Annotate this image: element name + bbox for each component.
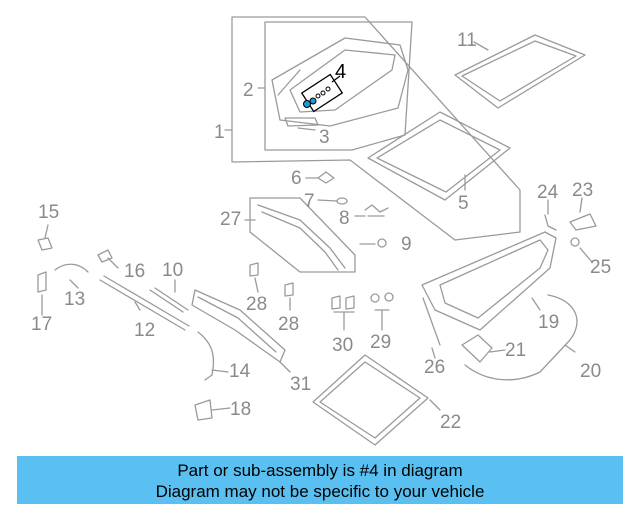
banner-line-2: Diagram may not be specific to your vehi… (155, 482, 485, 501)
assembly-1-outline (231, 16, 521, 241)
callout-8: 8 (339, 208, 350, 229)
callout-21: 21 (505, 340, 526, 361)
callout-labels: 1 2 3 4 5 6 7 8 9 10 11 12 13 14 15 16 1… (31, 30, 611, 433)
callout-2: 2 (243, 80, 254, 101)
callout-15: 15 (38, 202, 59, 223)
callout-28a: 28 (246, 294, 267, 315)
callout-3: 3 (319, 127, 330, 148)
callout-14: 14 (229, 361, 251, 382)
banner-line-1: Part or sub-assembly is #4 in diagram (177, 461, 463, 480)
callout-10: 10 (162, 260, 183, 281)
callout-9: 9 (401, 234, 412, 255)
callout-16: 16 (124, 261, 145, 282)
callout-13: 13 (64, 289, 85, 310)
callout-19: 19 (538, 312, 559, 333)
callout-29: 29 (370, 332, 391, 353)
callout-24: 24 (537, 182, 559, 203)
callout-26: 26 (424, 357, 445, 378)
callout-18: 18 (230, 399, 251, 420)
info-banner: Part or sub-assembly is #4 in diagram Di… (17, 456, 623, 504)
callout-4: 4 (335, 61, 346, 83)
callout-17: 17 (31, 314, 52, 335)
callout-6: 6 (291, 168, 302, 189)
part-5-glass (367, 111, 511, 201)
callout-22: 22 (440, 412, 461, 433)
callout-7: 7 (304, 191, 315, 212)
callout-12: 12 (134, 320, 155, 341)
part-11-glass (454, 34, 586, 109)
part-19-window (421, 231, 557, 331)
callout-25: 25 (590, 257, 611, 278)
callout-20: 20 (580, 361, 601, 382)
callout-1: 1 (214, 122, 225, 143)
callout-30: 30 (332, 335, 353, 356)
callout-28b: 28 (278, 314, 299, 335)
part-22-glass (312, 354, 429, 446)
callout-11: 11 (457, 30, 477, 51)
part-27-box (249, 197, 356, 273)
callout-31: 31 (290, 374, 311, 395)
part-4-highlight[interactable] (300, 73, 344, 113)
callout-27: 27 (220, 209, 241, 230)
assembly-2-outline (264, 21, 413, 151)
callout-5: 5 (458, 193, 469, 214)
callout-23: 23 (572, 180, 593, 201)
parts-diagram: 1 2 3 4 5 6 7 8 9 10 11 12 13 14 15 16 1… (31, 16, 611, 446)
